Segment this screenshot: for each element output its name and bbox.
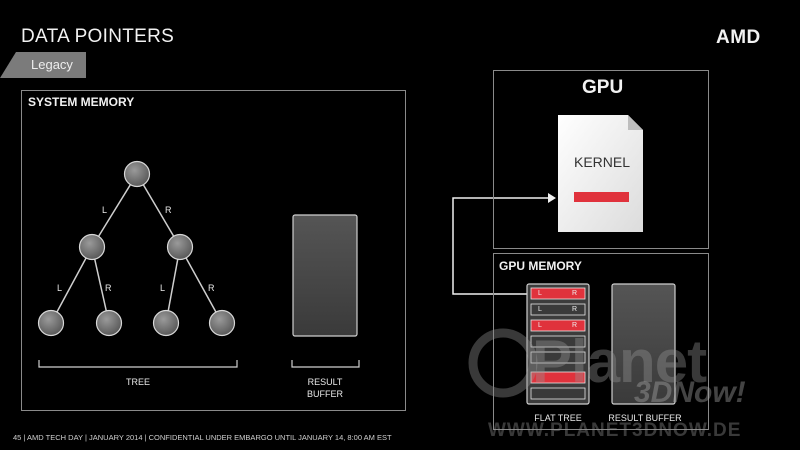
footer-text: 45 | AMD TECH DAY | JANUARY 2014 | CONFI… [13, 433, 392, 442]
tree-node-rr [208, 309, 236, 337]
tree-node-lr [95, 309, 123, 337]
page-title: DATA POINTERS [21, 26, 175, 47]
tree-node-root [123, 160, 151, 188]
edge-label-l2: L [57, 283, 63, 293]
gpu-panel [493, 70, 709, 249]
legacy-tag-label: Legacy [31, 57, 73, 72]
edge-label-r1: R [165, 205, 172, 215]
tree-nodes [37, 160, 236, 337]
cell1-l: L [538, 290, 542, 297]
watermark-planet: Planet [532, 328, 707, 395]
flat-cell-1 [530, 287, 586, 300]
edge-label-l3: L [160, 283, 166, 293]
tree-node-ll [37, 309, 65, 337]
result-buffer-label-line2: BUFFER [307, 389, 343, 399]
system-memory-panel [21, 90, 406, 411]
cell1-r: R [572, 290, 578, 297]
flat-cell-6 [530, 371, 586, 384]
watermark-logo-icon [468, 328, 538, 398]
flat-tree [526, 283, 590, 405]
gpu-memory-title: GPU MEMORY [499, 259, 582, 273]
flat-cell-7 [530, 387, 586, 400]
cell2-r: R [572, 306, 578, 313]
kernel-document [558, 115, 643, 232]
flat-cell-3 [530, 319, 586, 332]
gpu-result-buffer [611, 283, 676, 405]
legacy-tag [0, 52, 86, 78]
gpu-memory-panel [493, 253, 709, 430]
flat-tree-label: FLAT TREE [534, 413, 582, 423]
tree-node-rl [152, 309, 180, 337]
kernel-red-bar [574, 192, 629, 202]
cell3-l: L [538, 322, 542, 329]
cell2-l: L [538, 306, 542, 313]
flat-cell-5 [530, 351, 586, 364]
kernel-label: KERNEL [573, 154, 631, 170]
edge-label-r3: R [208, 283, 215, 293]
system-memory-title: SYSTEM MEMORY [28, 95, 135, 109]
pointer-arrow [452, 197, 548, 295]
result-buffer-label-line1: RESULT [307, 377, 343, 387]
tree-node-right [166, 233, 194, 261]
edge-label-l1: L [102, 205, 108, 215]
arrow-head [548, 193, 556, 203]
system-result-buffer [292, 214, 358, 337]
edge-label-r2: R [105, 283, 112, 293]
watermark-url: WWW.PLANET3DNOW.DE [488, 420, 742, 441]
tree-node-left [78, 233, 106, 261]
tree-label: TREE [125, 377, 150, 387]
tree-bracket [38, 360, 360, 368]
gpu-title: GPU [582, 77, 624, 98]
amd-logo: AMD [716, 27, 761, 48]
flat-cell-2 [530, 303, 586, 316]
gpu-result-buffer-label: RESULT BUFFER [608, 413, 682, 423]
watermark-3dnow: 3DNow! [634, 376, 746, 409]
cell3-r: R [572, 322, 578, 329]
flat-cell-4 [530, 335, 586, 348]
